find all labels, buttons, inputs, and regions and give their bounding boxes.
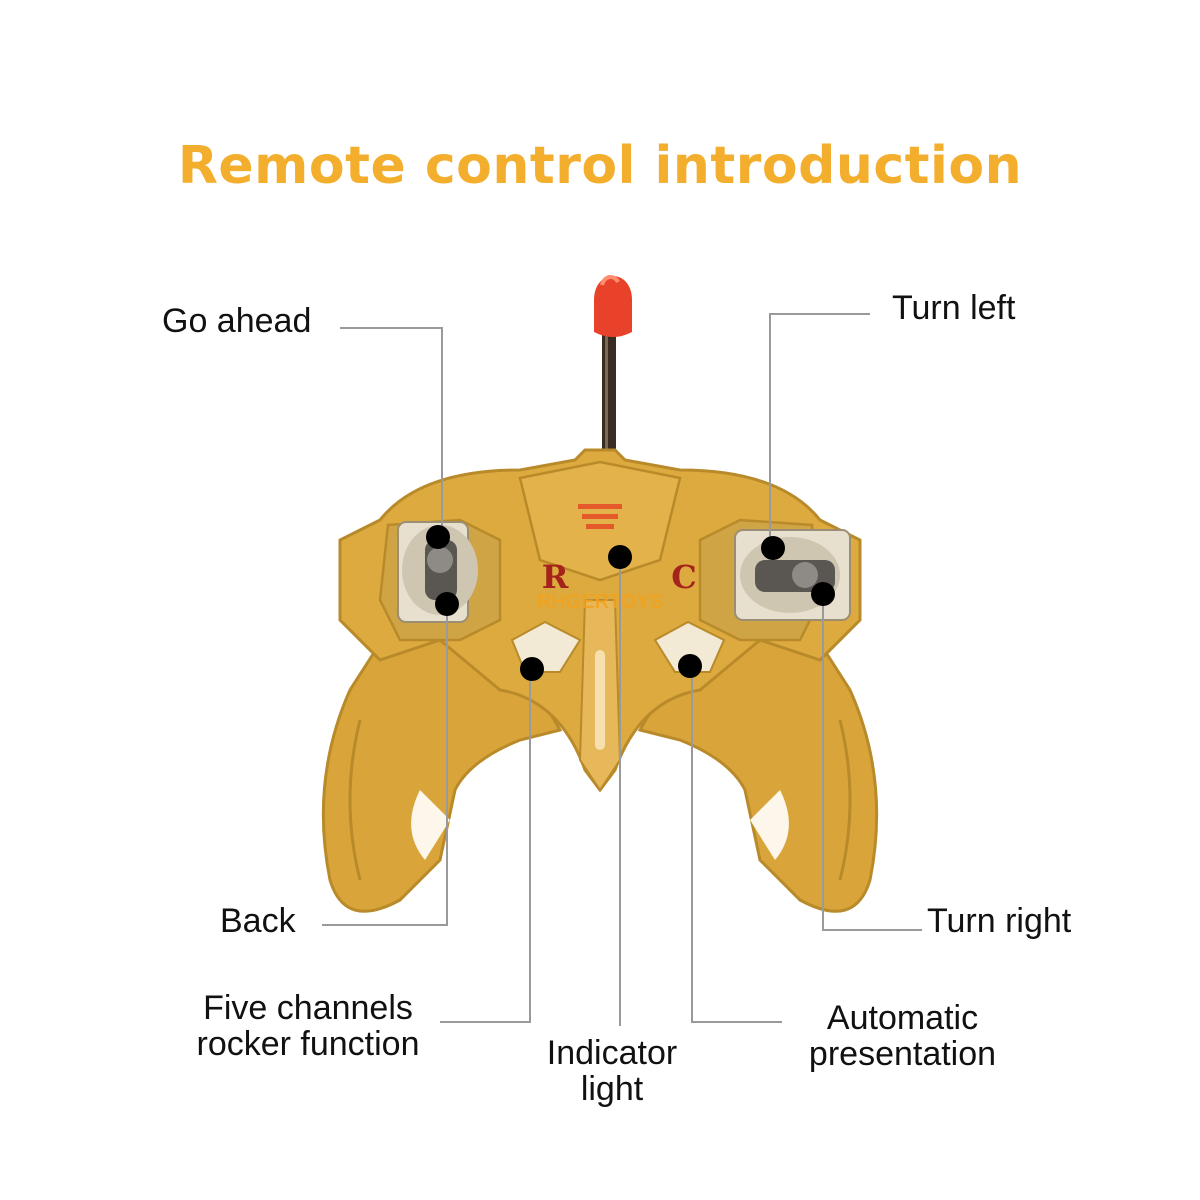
- antenna: [594, 275, 632, 465]
- leader-back: [322, 604, 448, 926]
- label-automatic-presentation: Automatic presentation: [790, 1000, 1015, 1072]
- leader-five-channels: [440, 668, 531, 1023]
- label-five-channels-line1: Five channels: [203, 989, 413, 1027]
- remote-body: [321, 448, 879, 913]
- rc-letter-c: C: [671, 558, 696, 596]
- label-automatic-line2: presentation: [808, 1035, 997, 1073]
- dot-five-channels: [520, 657, 544, 681]
- label-automatic-line1: Automatic: [826, 999, 979, 1037]
- leader-go-ahead: [340, 327, 443, 536]
- leader-turn-left: [769, 313, 870, 548]
- label-five-channels: Five channels rocker function: [168, 990, 448, 1062]
- page-title: Remote control introduction: [177, 136, 1023, 196]
- leader-turn-right: [822, 594, 922, 931]
- dot-go-ahead: [426, 525, 450, 549]
- dot-automatic: [678, 654, 702, 678]
- label-indicator-line1: Indicator: [546, 1034, 678, 1072]
- label-indicator-line2: light: [580, 1070, 644, 1108]
- rc-letter-r: R: [542, 558, 569, 596]
- dot-indicator: [608, 545, 632, 569]
- dot-turn-left: [761, 536, 785, 560]
- watermark-text: RHGERTOYS: [537, 591, 663, 613]
- marker-dots: [426, 525, 835, 681]
- leader-lines: [322, 313, 922, 1026]
- dot-back: [435, 592, 459, 616]
- antenna-tip: [594, 276, 632, 337]
- label-turn-right: Turn right: [927, 902, 1072, 940]
- label-go-ahead: Go ahead: [162, 302, 312, 340]
- label-back: Back: [220, 902, 296, 940]
- dot-turn-right: [811, 582, 835, 606]
- label-five-channels-line2: rocker function: [196, 1025, 420, 1063]
- leader-automatic: [691, 666, 782, 1023]
- label-indicator-light: Indicator light: [512, 1035, 712, 1107]
- label-turn-left: Turn left: [892, 289, 1016, 327]
